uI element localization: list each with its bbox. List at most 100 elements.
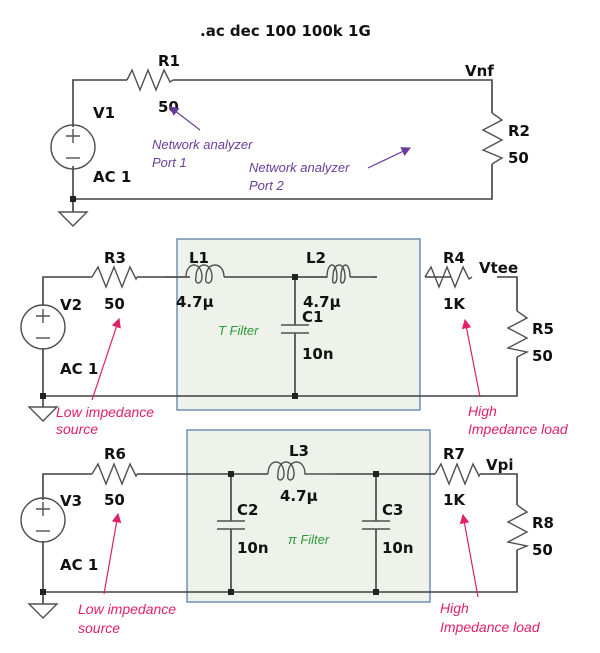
- r3-value: 50: [104, 295, 125, 313]
- capacitor-c1-symbol[interactable]: [281, 324, 309, 334]
- c3-value: 10n: [382, 539, 414, 557]
- note-load-line2: Impedance load: [440, 619, 541, 635]
- inductor-l2-symbol[interactable]: [290, 264, 351, 284]
- pi-filter-box: [186, 429, 431, 603]
- resistor-r6-symbol[interactable]: [91, 462, 138, 486]
- voltage-source-v3-symbol[interactable]: [20, 497, 66, 543]
- junction-dot: [292, 274, 298, 280]
- note-port1-line1: Network analyzer: [152, 137, 253, 152]
- voltage-source-v1-symbol[interactable]: [50, 124, 96, 170]
- circuit-3: R6 50 V3 AC 1 L3 4.7µ C2 10n C3 10n π Fi…: [20, 429, 554, 636]
- c1-value: 10n: [302, 345, 334, 363]
- c2-name: C2: [237, 501, 258, 519]
- r1-name: R1: [158, 52, 180, 70]
- node-label-vnf: Vnf: [465, 62, 494, 80]
- v3-name: V3: [60, 492, 82, 510]
- c3-name: C3: [382, 501, 403, 519]
- r4-value: 1K: [443, 295, 466, 313]
- l3-value: 4.7µ: [280, 487, 318, 505]
- resistor-r7-symbol[interactable]: [434, 462, 481, 486]
- arrow-icon: [103, 512, 122, 595]
- resistor-r3-symbol[interactable]: [91, 265, 138, 289]
- l2-name: L2: [306, 249, 326, 267]
- resistor-r1-symbol[interactable]: [126, 68, 174, 92]
- wire: [72, 79, 127, 127]
- arrow-icon: [459, 513, 479, 598]
- l3-name: L3: [289, 442, 309, 460]
- plus-icon: [36, 309, 50, 323]
- note-port1-line2: Port 1: [152, 155, 187, 170]
- v2-name: V2: [60, 296, 82, 314]
- ground-icon: [57, 211, 89, 227]
- r7-name: R7: [443, 445, 465, 463]
- t-filter-label: T Filter: [218, 323, 259, 338]
- wire: [72, 164, 493, 200]
- note-source-line1: Low impedance: [56, 404, 154, 420]
- r4-name: R4: [443, 249, 465, 267]
- note-source-line2: source: [56, 421, 98, 437]
- l1-name: L1: [189, 249, 209, 267]
- c2-value: 10n: [237, 539, 269, 557]
- note-load-line1: High: [440, 600, 469, 616]
- r5-value: 50: [532, 347, 553, 365]
- c1-name: C1: [302, 308, 323, 326]
- resistor-r5-symbol[interactable]: [505, 310, 530, 358]
- junction-dot: [373, 589, 379, 595]
- arrow-icon: [169, 106, 201, 131]
- arrow-icon: [91, 317, 121, 401]
- v3-value: AC 1: [60, 556, 98, 574]
- r3-name: R3: [104, 249, 126, 267]
- junction-dot: [292, 393, 298, 399]
- simulation-command: .ac dec 100 100k 1G: [200, 22, 371, 40]
- node-label-vtee: Vtee: [479, 259, 518, 277]
- voltage-source-v2-symbol[interactable]: [20, 304, 66, 350]
- capacitor-c3-symbol[interactable]: [362, 520, 390, 530]
- inductor-l3-symbol[interactable]: [267, 461, 335, 481]
- note-port2-line2: Port 2: [249, 178, 284, 193]
- v2-value: AC 1: [60, 360, 98, 378]
- pi-filter-label: π Filter: [288, 532, 330, 547]
- wire: [173, 79, 493, 113]
- note-load-line1: High: [468, 403, 497, 419]
- inductor-l1-symbol[interactable]: [165, 264, 225, 284]
- r6-value: 50: [104, 491, 125, 509]
- note-source-line2: source: [78, 620, 120, 636]
- junction-dot: [40, 393, 46, 399]
- ground-icon: [27, 603, 59, 619]
- l2-value: 4.7µ: [303, 293, 341, 311]
- note-port2-line1: Network analyzer: [249, 160, 350, 175]
- wire: [425, 276, 518, 311]
- wire: [42, 473, 92, 500]
- note-source-line1: Low impedance: [78, 601, 176, 617]
- circuit-1: R1 50 V1 AC 1 Vnf R2 50 Network analyzer…: [50, 52, 530, 227]
- v1-value: AC 1: [93, 168, 131, 186]
- arrow-icon: [461, 318, 481, 398]
- plus-icon: [66, 129, 80, 143]
- junction-dot: [228, 471, 234, 477]
- arrow-icon: [367, 147, 412, 169]
- node-label-vpi: Vpi: [486, 456, 514, 474]
- resistor-r2-symbol[interactable]: [481, 112, 504, 165]
- plus-icon: [36, 502, 50, 516]
- r2-value: 50: [508, 149, 529, 167]
- r5-name: R5: [532, 320, 554, 338]
- r2-name: R2: [508, 122, 530, 140]
- capacitor-c2-symbol[interactable]: [217, 520, 245, 530]
- r8-name: R8: [532, 514, 554, 532]
- ground-icon: [27, 406, 59, 422]
- circuit-2: R3 50 V2 AC 1 L1 4.7µ L2 4.7µ C1 10n T F…: [20, 238, 569, 437]
- r1-value: 50: [158, 98, 179, 116]
- junction-dot: [373, 471, 379, 477]
- resistor-r4-symbol[interactable]: [424, 265, 473, 289]
- wire: [42, 348, 518, 397]
- wire: [480, 473, 518, 505]
- wire: [42, 276, 92, 306]
- v1-name: V1: [93, 104, 115, 122]
- r7-value: 1K: [443, 491, 466, 509]
- resistor-r8-symbol[interactable]: [505, 504, 530, 551]
- l1-value: 4.7µ: [176, 293, 214, 311]
- note-load-line2: Impedance load: [468, 421, 569, 437]
- junction-dot: [40, 589, 46, 595]
- junction-dot: [228, 589, 234, 595]
